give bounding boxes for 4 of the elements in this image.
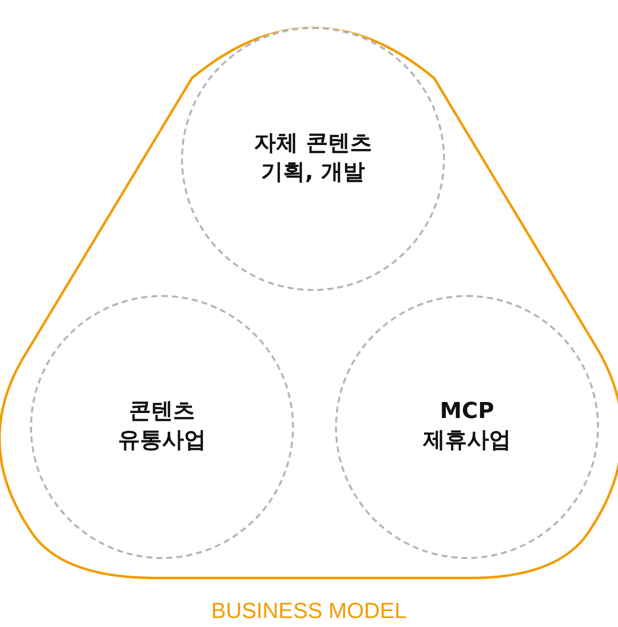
circle-label: 자체 콘텐츠 기획, 개발 xyxy=(253,130,373,187)
node-label: BUSINESS MODEL xyxy=(211,598,407,624)
circle-label: MCP 제휴사업 xyxy=(422,398,512,455)
circle-label: 콘텐츠 유통사업 xyxy=(117,398,207,455)
